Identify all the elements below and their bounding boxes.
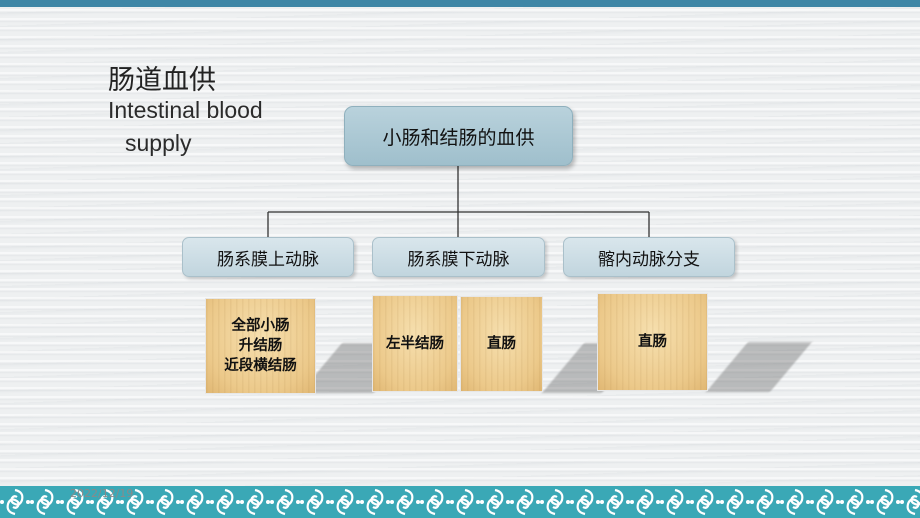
root-node: 小肠和结肠的血供 <box>344 106 573 166</box>
slide-date: 2022/12/19 <box>70 487 134 500</box>
subtitle-line-1: Intestinal blood <box>108 97 263 123</box>
branch-node-internal-iliac: 髂内动脉分支 <box>563 237 735 277</box>
branch-node-inferior-mesenteric: 肠系膜下动脉 <box>372 237 545 277</box>
card-left-colon: 左半结肠 <box>372 295 458 392</box>
card-superior-territory: 全部小肠 升结肠 近段横结肠 <box>205 298 316 394</box>
card-rectum-inferior: 直肠 <box>460 296 543 392</box>
subtitle-line-2: supply <box>125 130 192 157</box>
decorative-border-band <box>0 486 920 518</box>
card-text: 直肠 <box>487 336 516 352</box>
card-rectum-iliac: 直肠 <box>597 293 708 391</box>
top-accent-bar <box>0 0 920 7</box>
card-text: 全部小肠 升结肠 近段横结肠 <box>224 318 297 374</box>
card-text: 直肠 <box>638 334 667 350</box>
decorative-pattern <box>0 486 920 518</box>
slide-title: 肠道血供 <box>108 65 216 96</box>
branch-node-superior-mesenteric: 肠系膜上动脉 <box>182 237 354 277</box>
card-text: 左半结肠 <box>386 335 444 352</box>
slide-subtitle: Intestinal blood supply <box>108 94 263 160</box>
